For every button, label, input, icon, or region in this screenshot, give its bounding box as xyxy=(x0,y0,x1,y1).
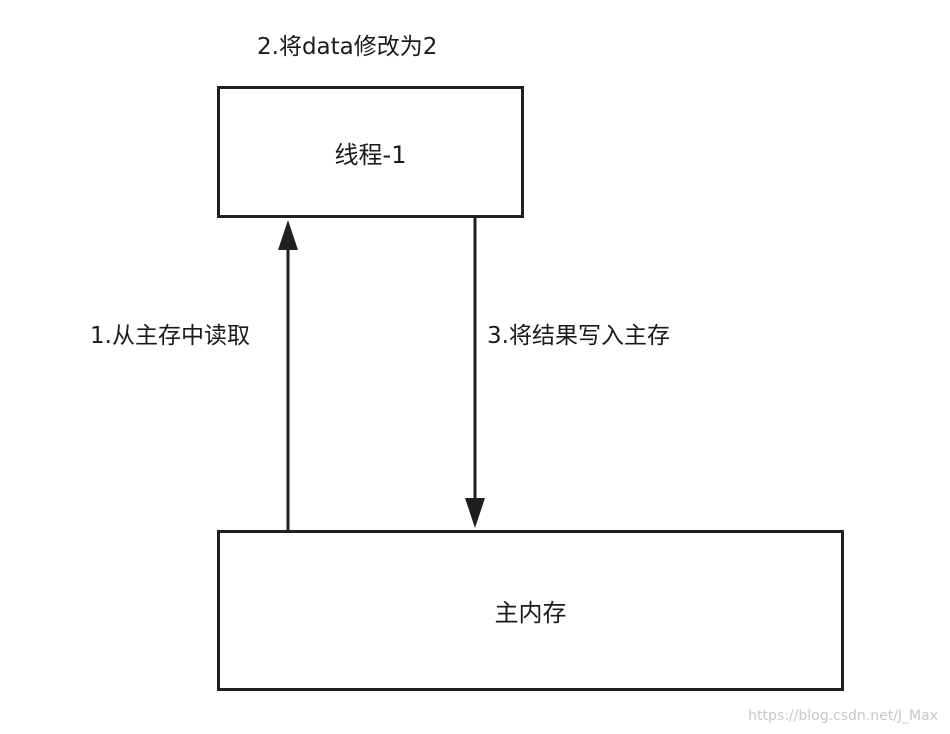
step-modify-label: 2.将data修改为2 xyxy=(257,34,438,60)
read-edge-label: 1.从主存中读取 xyxy=(90,323,250,349)
thread-node: 线程-1 xyxy=(217,86,524,218)
read-arrow-head xyxy=(278,220,298,250)
thread-node-label: 线程-1 xyxy=(334,140,407,169)
main-memory-node-label: 主内存 xyxy=(494,599,567,627)
watermark-text: https://blog.csdn.net/J_Max xyxy=(748,708,938,724)
write-edge-label: 3.将结果写入主存 xyxy=(487,323,670,349)
main-memory-node: 主内存 xyxy=(217,530,844,691)
write-arrow-head xyxy=(465,498,485,528)
